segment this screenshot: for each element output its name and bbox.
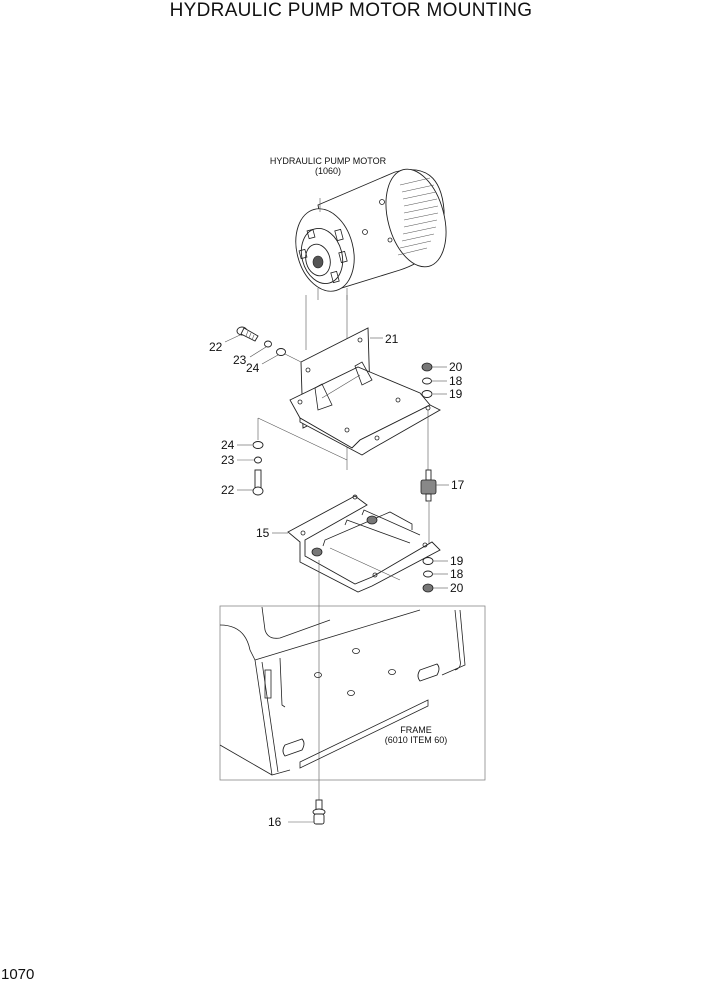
motor-bracket-21 — [289, 327, 441, 456]
callout-22-lower: 22 — [221, 483, 235, 497]
callout-24-lower: 24 — [221, 438, 235, 452]
callout-19-lower: 19 — [450, 554, 464, 568]
washer-19-lower — [422, 557, 434, 565]
callout-16: 16 — [268, 815, 282, 829]
hydraulic-pump-motor — [295, 168, 447, 300]
callout-15: 15 — [256, 526, 270, 540]
washer-24-lower — [252, 441, 264, 449]
callout-24-upper: 24 — [246, 361, 260, 375]
callout-20-lower: 20 — [450, 581, 464, 595]
washer-24-upper — [276, 348, 286, 356]
callout-22-upper: 22 — [209, 340, 223, 354]
callout-21: 21 — [385, 332, 399, 346]
callout-17: 17 — [451, 478, 465, 492]
washer-23-lower — [254, 456, 262, 464]
rubber-mount-17 — [420, 469, 437, 502]
page-title: HYDRAULIC PUMP MOTOR MOUNTING — [169, 0, 533, 21]
callout-19-upper: 19 — [449, 387, 463, 401]
callout-18-lower: 18 — [450, 567, 464, 581]
bolt-22-lower — [252, 469, 264, 496]
washer-23-upper — [264, 340, 272, 348]
washer-18-upper — [422, 377, 432, 385]
frame-caption-line1: FRAME — [400, 725, 432, 735]
bolt-16 — [312, 799, 326, 825]
callout-23-lower: 23 — [221, 453, 235, 467]
motor-caption-line2: (1060) — [315, 166, 341, 176]
washer-18-lower — [423, 570, 433, 578]
nut-20-lower — [422, 583, 434, 593]
callout-18-upper: 18 — [449, 374, 463, 388]
callout-20-upper: 20 — [449, 360, 463, 374]
frame-6010 — [219, 605, 486, 781]
callout-23-upper: 23 — [233, 353, 247, 367]
page-number: 1070 — [1, 966, 35, 983]
bolt-22-upper — [236, 326, 259, 342]
frame-caption-line2: (6010 ITEM 60) — [385, 735, 448, 745]
nut-20-upper — [421, 362, 433, 372]
washer-19-upper — [421, 390, 433, 398]
callout-leaders — [224, 334, 449, 823]
motor-caption-line1: HYDRAULIC PUMP MOTOR — [270, 156, 387, 166]
motor-base-15 — [287, 494, 441, 593]
